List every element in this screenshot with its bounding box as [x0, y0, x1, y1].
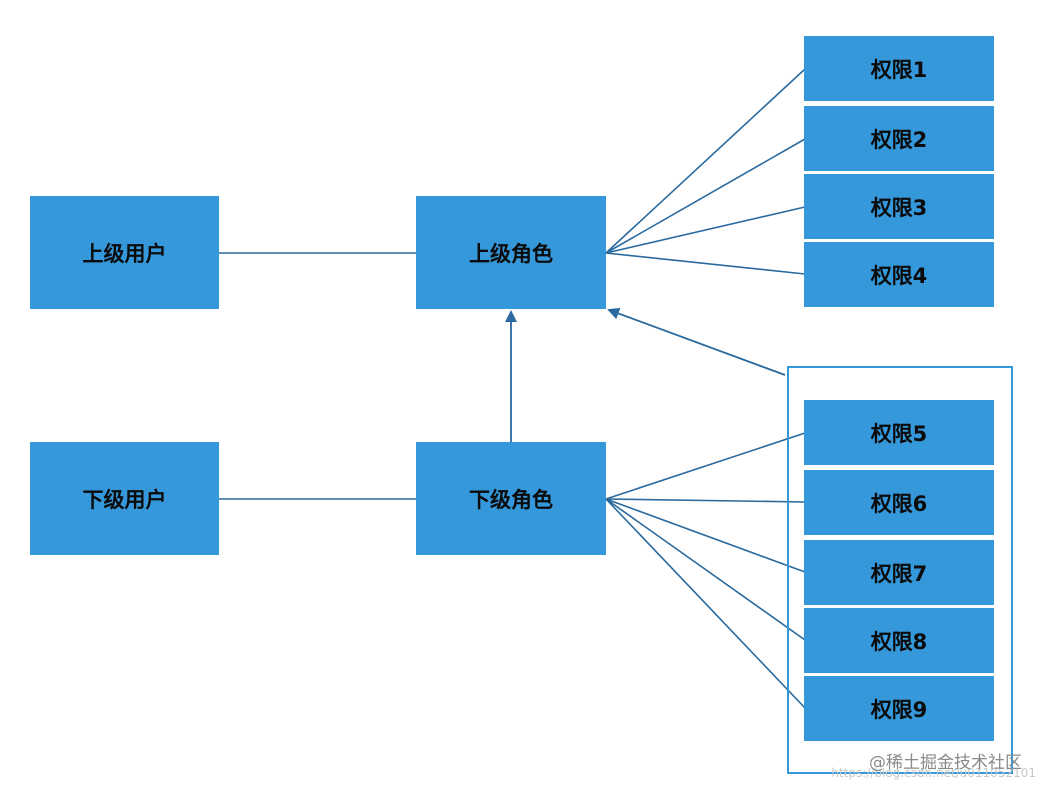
- permission-1-label: 权限1: [870, 57, 928, 82]
- edge-lower-role-to-permission-8: [605, 498, 806, 641]
- upper-user-node[interactable]: 上级用户: [30, 196, 219, 309]
- upper-user-label: 上级用户: [82, 241, 167, 266]
- watermark-url: https://blog.csdn.net/u011052101: [831, 766, 1036, 780]
- permission-9-node[interactable]: 权限9: [804, 676, 994, 741]
- edge-upper-role-to-permission-4: [605, 252, 806, 275]
- watermark-text: @稀土掘金技术社区: [869, 753, 1022, 773]
- lower-user-label: 下级用户: [82, 487, 167, 512]
- permission-4-node[interactable]: 权限4: [804, 242, 994, 307]
- edge-lower-role-to-permission-5: [605, 432, 806, 500]
- permission-7-node[interactable]: 权限7: [804, 540, 994, 605]
- permission-6-label: 权限6: [870, 491, 928, 516]
- permission-6-node[interactable]: 权限6: [804, 470, 994, 535]
- permission-5-label: 权限5: [870, 421, 928, 446]
- edge-lower-role-to-permission-7: [605, 498, 806, 573]
- permission-2-node[interactable]: 权限2: [804, 106, 994, 171]
- edge-upper-role-to-permission-3: [605, 206, 806, 254]
- permission-3-label: 权限3: [870, 195, 928, 220]
- lower-role-label: 下级角色: [469, 487, 553, 512]
- edge-permission-group-to-upper-role: [607, 307, 786, 376]
- permission-1-node[interactable]: 权限1: [804, 36, 994, 101]
- permission-9-label: 权限9: [870, 697, 928, 722]
- edge-upper-role-to-permission-2: [605, 138, 806, 254]
- permission-7-label: 权限7: [870, 561, 928, 586]
- permission-8-label: 权限8: [870, 629, 928, 654]
- edge-lower-role-to-permission-6: [605, 498, 806, 503]
- permission-8-node[interactable]: 权限8: [804, 608, 994, 673]
- lower-permission-group-frame: [787, 366, 1013, 774]
- permission-2-label: 权限2: [870, 127, 928, 152]
- lower-user-node[interactable]: 下级用户: [30, 442, 219, 555]
- edge-upper-role-to-permission-1: [605, 68, 806, 254]
- lower-role-node[interactable]: 下级角色: [416, 442, 606, 555]
- edge-lower-role-to-permission-9: [605, 498, 806, 709]
- permission-4-label: 权限4: [870, 263, 928, 288]
- permission-5-node[interactable]: 权限5: [804, 400, 994, 465]
- permission-3-node[interactable]: 权限3: [804, 174, 994, 239]
- upper-role-label: 上级角色: [469, 241, 553, 266]
- upper-role-node[interactable]: 上级角色: [416, 196, 606, 309]
